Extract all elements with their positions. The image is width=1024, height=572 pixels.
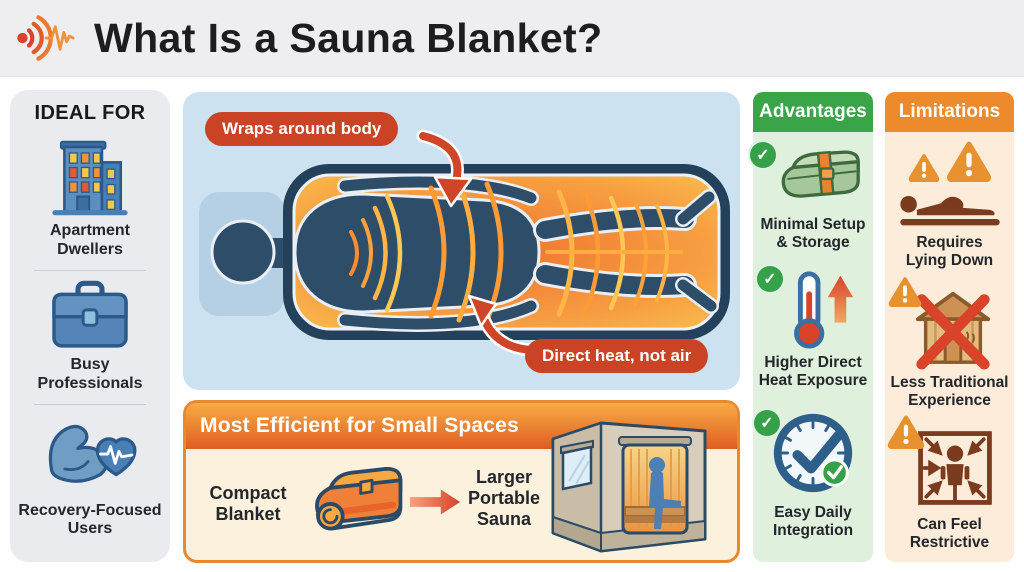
lying-person-icon	[899, 195, 1000, 226]
page-title: What Is a Sauna Blanket?	[94, 14, 603, 61]
muscle-heart-icon	[48, 424, 137, 483]
header-bar: What Is a Sauna Blanket?	[0, 0, 1024, 77]
briefcase-icon	[52, 280, 128, 348]
check-badge-icon	[747, 140, 778, 170]
ideal-for-panel: IDEAL FOR Ap	[10, 90, 170, 562]
limitations-header: Limitations	[885, 92, 1014, 132]
ideal-label-professionals: Busy Professionals	[37, 355, 143, 392]
apartment-building-icon	[52, 140, 128, 216]
clock-check-icon	[773, 413, 853, 493]
right-arrow-icon	[410, 489, 461, 515]
small-spaces-title: Most Efficient for Small Spaces	[200, 414, 519, 437]
limitations-title: Limitations	[898, 101, 1001, 122]
larger-sauna-label: Larger Portable Sauna	[467, 467, 541, 529]
warning-triangle-icon	[908, 154, 939, 182]
callout-direct-heat: Direct heat, not air	[525, 339, 709, 373]
ideal-item-apartment: Apartment Dwellers	[42, 135, 138, 260]
callout-wraps-around-body: Wraps around body	[205, 112, 399, 146]
body-silhouette-shape	[293, 192, 541, 314]
warning-triangle-icon	[889, 277, 922, 307]
crossed-sauna-cabin-icon	[916, 291, 991, 370]
limitation-item-lying: Requires Lying Down	[897, 140, 1003, 270]
folded-blanket-check-icon	[781, 150, 860, 198]
small-spaces-panel: Most Efficient for Small Spaces Compact …	[183, 400, 740, 563]
seated-person-shape	[649, 457, 681, 529]
advantage-label-setup: Minimal Setup & Storage	[760, 216, 866, 251]
callout-arrow-top	[416, 129, 473, 208]
check-badge-icon	[752, 407, 782, 438]
up-arrow-shape	[827, 275, 854, 323]
folded-blanket-icon	[315, 467, 403, 531]
limitation-item-traditional: Less Traditional Experience	[889, 277, 1009, 410]
blanket-diagram-panel: Wraps around body Direct heat, not air	[183, 92, 740, 390]
warning-triangle-icon	[946, 141, 991, 182]
sauna-blanket-diagram	[199, 129, 730, 357]
ideal-label-apartment: Apartment Dwellers	[49, 222, 130, 258]
thermometer-up-icon	[794, 271, 854, 349]
divider	[34, 269, 146, 271]
warning-triangle-icon	[887, 415, 924, 449]
advantage-item-setup: Minimal Setup & Storage	[747, 140, 866, 252]
limitation-item-restrictive: Can Feel Restrictive	[887, 415, 999, 552]
divider	[34, 403, 146, 405]
red-cross-shape	[916, 294, 991, 370]
compact-blanket-label: Compact Blanket	[209, 483, 287, 524]
restrictive-box-icon	[917, 431, 992, 505]
limitation-label-restrictive: Can Feel Restrictive	[909, 515, 990, 551]
advantage-item-daily: Easy Daily Integration	[752, 406, 860, 540]
limitations-body: Requires Lying Down	[885, 132, 1014, 562]
heat-wave-lines	[349, 181, 683, 323]
advantages-title: Advantages	[759, 101, 867, 122]
advantage-label-daily: Easy Daily Integration	[772, 503, 854, 539]
advantages-header: Advantages	[753, 92, 873, 132]
ideal-item-recovery: Recovery-Focused Users	[18, 413, 162, 540]
limitations-column: Limitations	[885, 92, 1014, 562]
sound-wave-icon	[17, 15, 75, 61]
limitation-label-traditional: Less Traditional Experience	[890, 373, 1009, 409]
advantages-body: Minimal Setup & Storage	[747, 132, 873, 562]
check-badge-icon	[754, 263, 785, 294]
portable-sauna-tent-icon	[551, 421, 707, 553]
ideal-label-recovery: Recovery-Focused Users	[18, 501, 162, 538]
ideal-item-professionals: Busy Professionals	[37, 279, 143, 394]
advantages-column: Advantages Minimal Setup & Storage	[747, 92, 873, 562]
ideal-for-title: IDEAL FOR	[34, 102, 146, 124]
advantage-item-heat: Higher Direct Heat Exposure	[754, 263, 868, 390]
limitation-label-lying: Requires Lying Down	[905, 234, 994, 269]
advantage-label-heat: Higher Direct Heat Exposure	[758, 353, 868, 389]
